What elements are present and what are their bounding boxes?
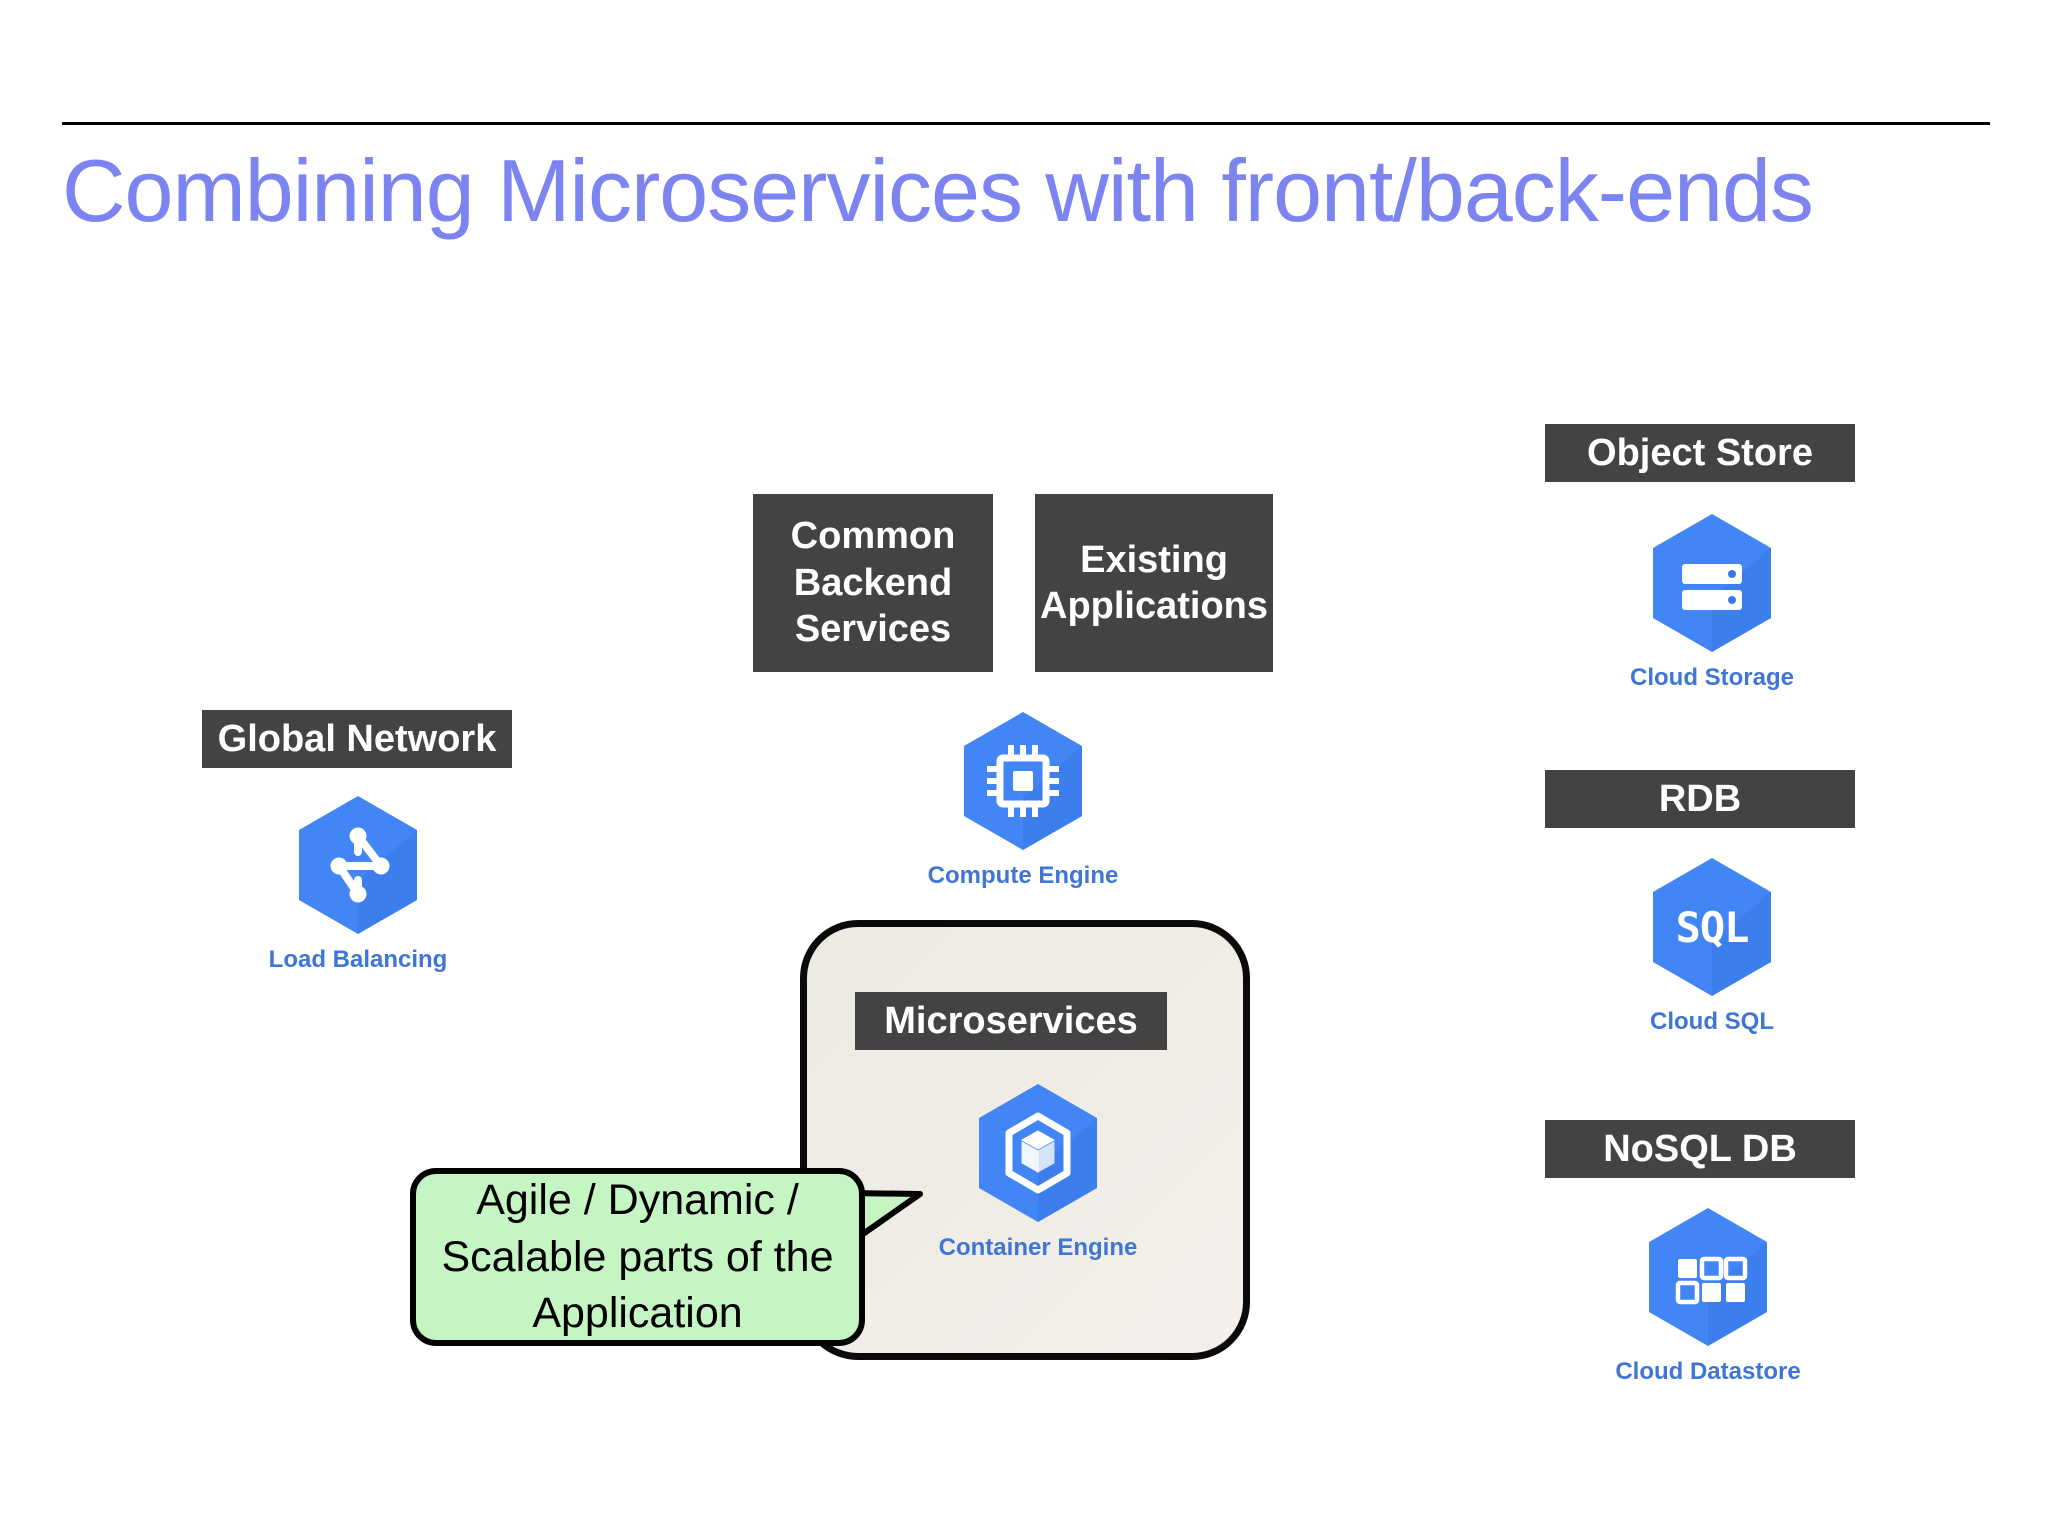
service-label-compute-engine: Compute Engine <box>927 862 1119 889</box>
container-engine-hexagon-icon <box>971 1078 1105 1228</box>
load-balancing-hexagon-icon <box>291 790 425 940</box>
chip-nosql-db: NoSQL DB <box>1545 1120 1855 1178</box>
chip-object-store: Object Store <box>1545 424 1855 482</box>
service-cloud-datastore[interactable]: Cloud Datastore <box>1615 1202 1801 1386</box>
service-cloud-sql[interactable]: SQL Cloud SQL <box>1632 852 1792 1036</box>
callout-line-3: Application <box>532 1289 743 1338</box>
svg-text:SQL: SQL <box>1676 903 1749 952</box>
chip-microservices: Microservices <box>855 992 1167 1050</box>
cloud-datastore-hexagon-icon <box>1641 1202 1775 1352</box>
service-label-cloud-storage: Cloud Storage <box>1630 664 1795 691</box>
chip-global-network: Global Network <box>202 710 512 768</box>
chip-rdb: RDB <box>1545 770 1855 828</box>
chip-common-backend-services: Common Backend Services <box>753 494 993 672</box>
service-cloud-storage[interactable]: Cloud Storage <box>1630 508 1795 692</box>
service-label-load-balancing: Load Balancing <box>268 946 448 973</box>
service-compute-engine[interactable]: Compute Engine <box>928 706 1118 890</box>
header-divider <box>62 122 1990 125</box>
cloud-sql-hexagon-icon: SQL <box>1645 852 1779 1002</box>
cloud-storage-hexagon-icon <box>1645 508 1779 658</box>
callout-line-2: Scalable parts of the <box>441 1232 834 1281</box>
service-container-engine[interactable]: Container Engine <box>939 1078 1137 1262</box>
service-label-container-engine: Container Engine <box>938 1234 1138 1261</box>
callout-text: Agile / Dynamic / Scalable parts of the … <box>425 1172 849 1342</box>
service-label-cloud-datastore: Cloud Datastore <box>1615 1358 1801 1385</box>
chip-existing-applications: Existing Applications <box>1035 494 1273 672</box>
compute-engine-hexagon-icon <box>956 706 1090 856</box>
service-load-balancing[interactable]: Load Balancing <box>269 790 447 974</box>
callout-agile-dynamic: Agile / Dynamic / Scalable parts of the … <box>410 1168 865 1346</box>
callout-line-1: Agile / Dynamic / <box>476 1175 799 1224</box>
page-title: Combining Microservices with front/back-… <box>62 141 1814 240</box>
service-label-cloud-sql: Cloud SQL <box>1650 1008 1774 1035</box>
